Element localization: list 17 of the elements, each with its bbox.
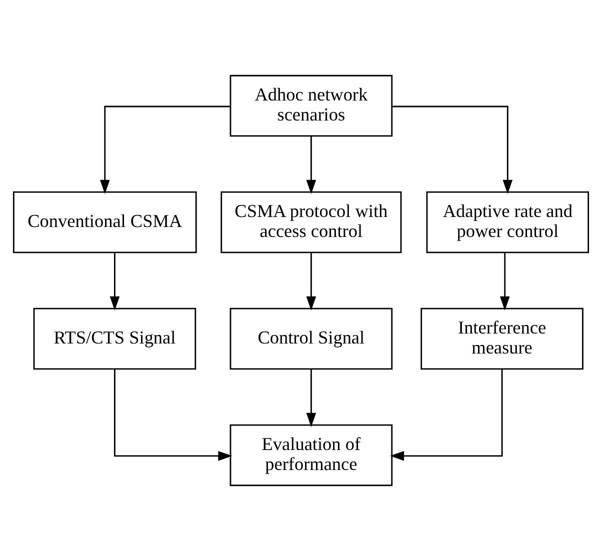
arrow xyxy=(390,368,503,460)
node-box: RTS/CTS Signal xyxy=(33,307,196,370)
arrow xyxy=(306,252,316,310)
arrow xyxy=(500,252,510,310)
node-box: Adhoc network scenarios xyxy=(230,74,393,136)
arrow xyxy=(114,368,232,460)
node-box: Interference measure xyxy=(420,307,584,370)
arrow xyxy=(392,105,513,194)
node-box: CSMA protocol with access control xyxy=(220,190,402,253)
arrow xyxy=(100,105,230,194)
node-box: Evaluation of performance xyxy=(230,424,393,486)
node-box: Adaptive rate and power control xyxy=(426,190,590,253)
arrow xyxy=(306,136,316,194)
node-box: Control Signal xyxy=(230,307,393,370)
arrow xyxy=(306,368,316,426)
node-box: Conventional CSMA xyxy=(12,190,197,253)
arrow xyxy=(110,252,120,310)
